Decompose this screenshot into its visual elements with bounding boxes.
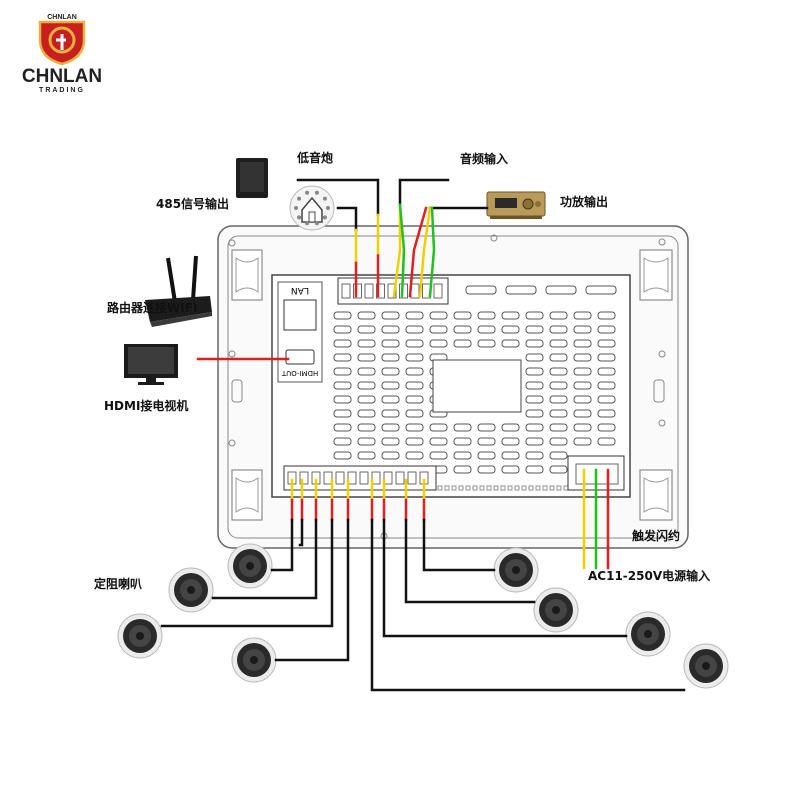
label-speakers: 定阻喇叭	[94, 576, 142, 591]
brand-logo: CHNLAN CHNLAN TRADING	[22, 14, 102, 94]
label-audio-in: 音频输入	[460, 151, 508, 166]
ceiling-speaker-icon	[117, 613, 163, 659]
label-trigger: 触发闪约	[632, 528, 680, 543]
vent-grid	[333, 285, 618, 491]
lan-label: LAN	[291, 285, 309, 295]
ceiling-speaker-icon	[683, 643, 729, 689]
router-icon	[145, 255, 212, 327]
label-rs485: 485信号输出	[156, 196, 229, 211]
wiring	[160, 178, 686, 692]
ceiling-speaker-icon	[533, 587, 579, 633]
brand-name: CHNLAN	[22, 66, 102, 87]
ceiling-speaker-icon	[168, 567, 214, 613]
label-subwoofer: 低音炮	[296, 150, 333, 165]
brand-sub: TRADING	[39, 87, 85, 94]
brand-top-text: CHNLAN	[47, 14, 77, 21]
intercom-keypad-icon	[289, 185, 335, 231]
hdmi-out-label: HDMI-OUT	[281, 369, 318, 377]
hdmi-port	[285, 349, 315, 365]
panel-housing: LAN HDMI-OUT	[217, 225, 689, 549]
lan-port	[283, 299, 317, 331]
ceiling-speaker-icon	[625, 611, 671, 657]
ceiling-speaker-icon	[227, 543, 273, 589]
subwoofer-icon	[236, 158, 268, 198]
label-router: 路由器连接WIFI	[107, 300, 197, 315]
label-power: AC11-250V电源输入	[588, 568, 710, 583]
ceiling-speaker-icon	[231, 637, 277, 683]
label-amp-out: 功放输出	[560, 194, 608, 209]
label-hdmi-tv: HDMI接电视机	[104, 398, 188, 413]
ceiling-speaker-icon	[493, 547, 539, 593]
amplifier-icon	[486, 191, 546, 219]
tv-icon	[124, 344, 178, 385]
